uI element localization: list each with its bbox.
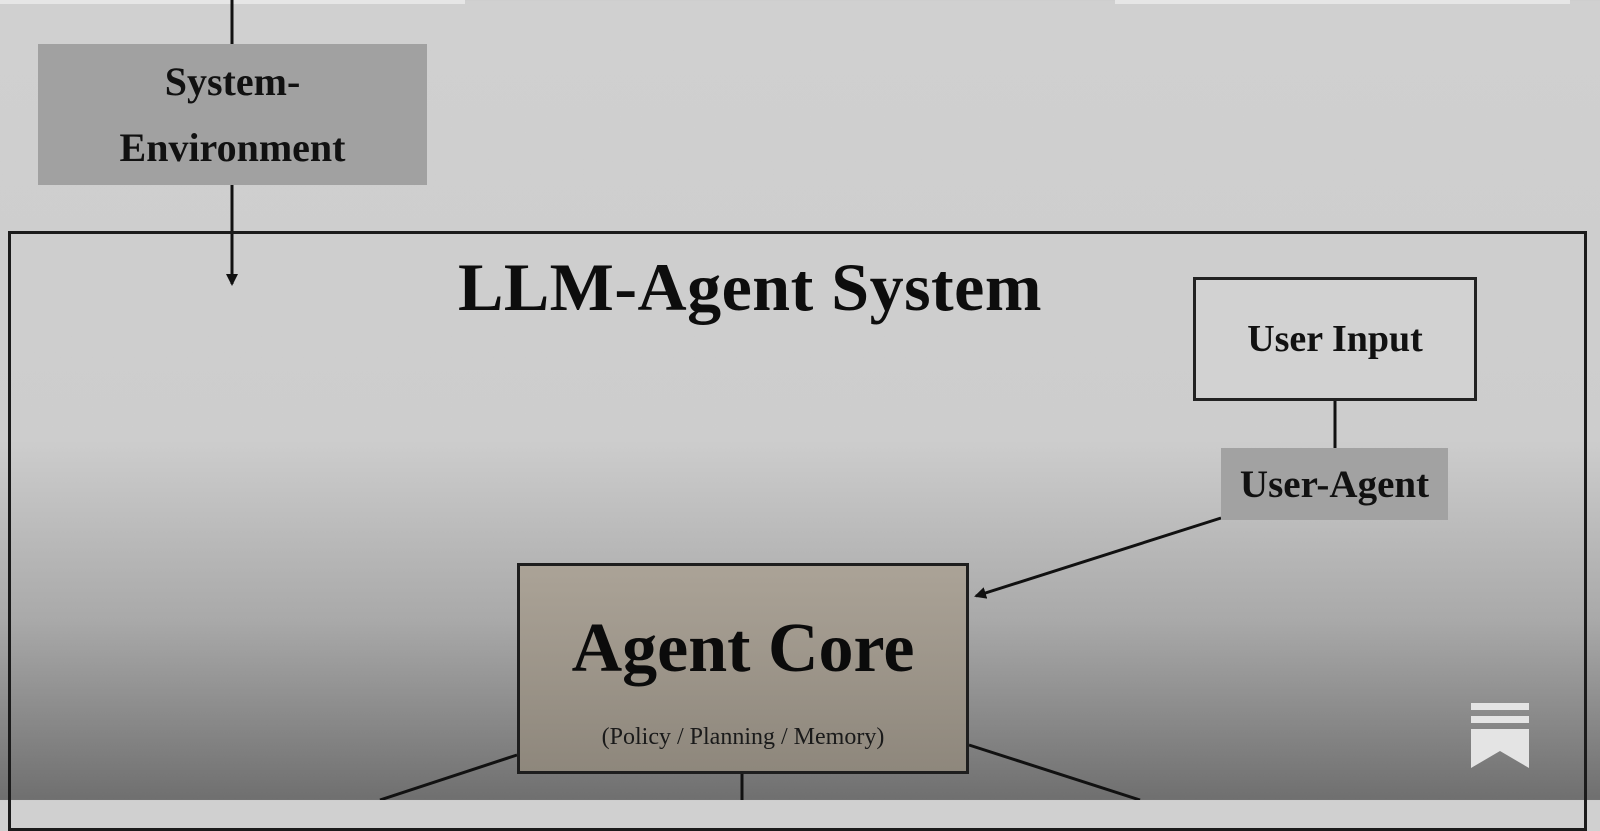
agent-core-box: Agent Core (Policy / Planning / Memory) <box>517 563 969 774</box>
agent-core-title: Agent Core <box>571 610 915 687</box>
system-title: LLM-Agent System <box>457 249 1043 325</box>
user-input-box: User Input <box>1193 277 1477 401</box>
connector-lines <box>226 0 1337 800</box>
agent-core-subtitle: (Policy / Planning / Memory) <box>601 724 885 750</box>
core-left-line <box>379 753 518 800</box>
system-environment-box: System- Environment <box>38 44 427 185</box>
core-right-line <box>968 743 1141 800</box>
top-right-box-edge <box>1115 0 1570 4</box>
useragent-to-core-arrow <box>974 516 1222 599</box>
bookmark-icon[interactable] <box>1471 703 1529 768</box>
environment-label-line2: Environment <box>119 124 346 170</box>
user-agent-tag: User-Agent <box>1221 448 1448 520</box>
user-agent-label: User-Agent <box>1239 462 1430 506</box>
environment-label-line1: System- <box>164 58 301 104</box>
user-input-label: User Input <box>1247 318 1423 360</box>
